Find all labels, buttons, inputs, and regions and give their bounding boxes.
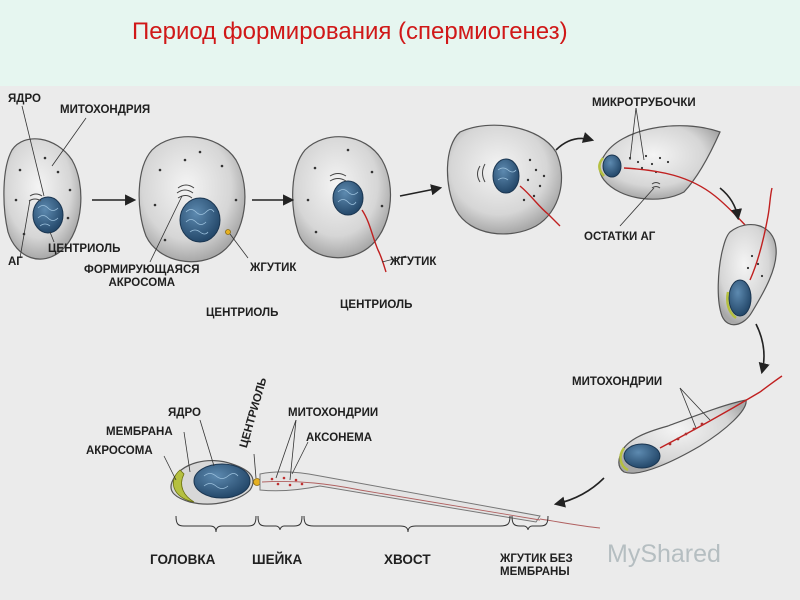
label-akrosoma: АКРОСОМА [86, 445, 153, 458]
label-centriol-3: ЦЕНТРИОЛЬ [340, 299, 412, 312]
label-centriol-1: ЦЕНТРИОЛЬ [48, 243, 120, 256]
label-golovka: ГОЛОВКА [150, 552, 215, 568]
label-membrana: МЕМБРАНА [106, 426, 173, 439]
arrow-6-7 [756, 324, 764, 372]
cell-stage-5 [599, 126, 750, 230]
arrow-7-8 [556, 478, 604, 504]
label-yadro-2: ЯДРО [168, 407, 201, 420]
cell-stage-7 [619, 376, 782, 473]
cell-stage-1 [4, 139, 81, 259]
label-mitohondrii-2: МИТОХОНДРИИ [288, 407, 378, 420]
label-zhgutik-1: ЖГУТИК [250, 262, 296, 275]
label-hvost: ХВОСТ [384, 552, 431, 568]
arrow-4-5 [556, 138, 592, 150]
label-yadro: ЯДРО [8, 93, 41, 106]
label-zhgutik-2: ЖГУТИК [390, 256, 436, 269]
label-sheyka: ШЕЙКА [252, 552, 302, 568]
cell-stage-3 [293, 137, 391, 272]
arrow-3-4 [400, 188, 440, 196]
cell-stage-4 [447, 125, 561, 234]
cell-stage-6 [718, 188, 776, 325]
label-mitohondrii-1: МИТОХОНДРИИ [572, 376, 662, 389]
label-ag: АГ [8, 256, 23, 269]
label-ostatki-ag: ОСТАТКИ АГ [584, 231, 655, 244]
mature-spermatozoon [171, 461, 600, 528]
label-centriol-2: ЦЕНТРИОЛЬ [206, 307, 278, 320]
label-mitohondriya: МИТОХОНДРИЯ [60, 104, 150, 117]
label-mikrotrubochki: МИКРОТРУБОЧКИ [592, 97, 696, 110]
section-brackets [176, 516, 548, 532]
label-form-akrosoma: ФОРМИРУЮЩАЯСЯ АКРОСОМА [84, 264, 200, 290]
label-aksonema: АКСОНЕМА [306, 432, 372, 445]
label-zhgutik-bez-membrany: ЖГУТИК БЕЗ МЕМБРАНЫ [500, 553, 573, 579]
watermark: MyShared [607, 540, 721, 569]
cell-stage-2 [139, 137, 245, 262]
